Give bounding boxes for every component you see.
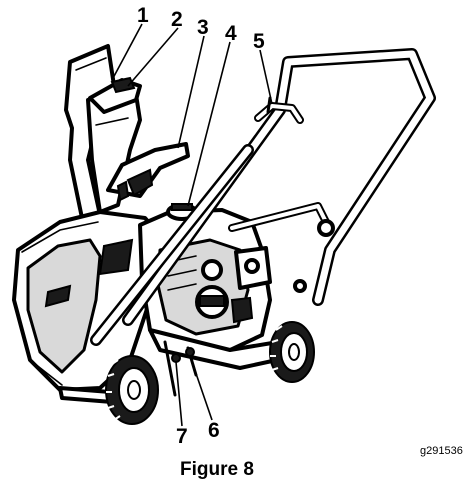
left-wheel bbox=[105, 355, 159, 425]
control-bar bbox=[254, 96, 304, 124]
callout-6: 6 bbox=[208, 419, 220, 442]
leader-3 bbox=[177, 35, 205, 149]
leader-5 bbox=[259, 49, 273, 105]
chute-deflector-handle bbox=[88, 76, 142, 114]
leader-2 bbox=[127, 27, 179, 87]
auger-housing bbox=[12, 210, 162, 392]
leader-4 bbox=[187, 41, 231, 207]
leader-1 bbox=[111, 23, 143, 81]
figure-caption: Figure 8 bbox=[180, 459, 254, 480]
handle-knob bbox=[317, 219, 335, 237]
callout-2: 2 bbox=[171, 8, 183, 31]
callout-1: 1 bbox=[137, 4, 149, 27]
leader-7 bbox=[175, 361, 183, 427]
callout-4: 4 bbox=[225, 22, 237, 45]
callout-7: 7 bbox=[176, 425, 188, 448]
graphic-id: g291536 bbox=[420, 445, 463, 457]
chute-rotation-handle bbox=[106, 142, 190, 202]
right-wheel bbox=[269, 321, 315, 383]
handle-knob bbox=[293, 279, 307, 293]
callout-3: 3 bbox=[197, 16, 209, 39]
callout-5: 5 bbox=[253, 30, 265, 53]
leader-6 bbox=[189, 355, 213, 421]
